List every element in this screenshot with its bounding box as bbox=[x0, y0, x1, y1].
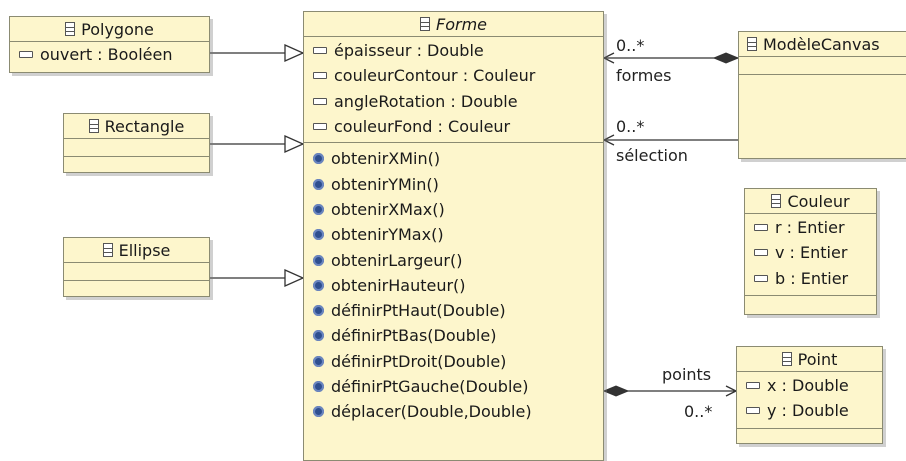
operation-row: déplacer(Double,Double) bbox=[304, 399, 603, 424]
class-header: Forme bbox=[304, 12, 603, 37]
class-name: Point bbox=[797, 349, 838, 369]
operation-icon bbox=[313, 305, 324, 317]
selection-role: sélection bbox=[616, 146, 688, 165]
operation-row: définirPtGauche(Double) bbox=[304, 374, 603, 399]
attribute-row: v : Entier bbox=[745, 240, 876, 265]
operation-icon bbox=[313, 406, 324, 418]
class-icon bbox=[88, 119, 99, 133]
class-icon bbox=[781, 352, 792, 366]
operation-icon bbox=[313, 203, 324, 215]
selection-multiplicity: 0..* bbox=[616, 117, 645, 136]
class-icon bbox=[771, 194, 782, 208]
attribute-icon bbox=[19, 51, 33, 59]
class-forme[interactable]: Forme épaisseur : Double couleurContour … bbox=[303, 11, 604, 461]
attribute-row: ouvert : Booléen bbox=[10, 42, 209, 67]
attribute-icon bbox=[313, 47, 327, 55]
attribute-row: y : Double bbox=[737, 398, 882, 423]
operation-icon bbox=[313, 153, 324, 165]
class-header: Polygone bbox=[10, 17, 209, 42]
operation-row: définirPtBas(Double) bbox=[304, 323, 603, 348]
attribute-row: couleurFond : Couleur bbox=[304, 114, 603, 139]
class-header: Couleur bbox=[745, 189, 876, 214]
attributes-section: r : Entier v : Entier b : Entier bbox=[745, 214, 876, 296]
points-role: points bbox=[662, 365, 712, 384]
operation-row: obtenirXMax() bbox=[304, 197, 603, 222]
formes-multiplicity: 0..* bbox=[616, 36, 645, 55]
class-name: Forme bbox=[436, 14, 487, 34]
operation-row: obtenirYMax() bbox=[304, 222, 603, 247]
class-header: Ellipse bbox=[64, 238, 209, 263]
operation-row: obtenirLargeur() bbox=[304, 247, 603, 272]
attribute-row: couleurContour : Couleur bbox=[304, 63, 603, 88]
attribute-icon bbox=[313, 123, 327, 131]
class-icon bbox=[65, 22, 76, 36]
operation-row: définirPtDroit(Double) bbox=[304, 349, 603, 374]
class-name: Rectangle bbox=[104, 116, 185, 136]
attribute-icon bbox=[313, 72, 327, 80]
operation-row: obtenirXMin() bbox=[304, 146, 603, 171]
attribute-icon bbox=[754, 249, 768, 257]
attribute-icon bbox=[746, 382, 760, 390]
attributes-section: épaisseur : Double couleurContour : Coul… bbox=[304, 37, 603, 144]
attributes-section: x : Double y : Double bbox=[737, 372, 882, 429]
attribute-icon bbox=[313, 97, 327, 105]
class-icon bbox=[102, 243, 113, 257]
operation-icon bbox=[313, 381, 324, 392]
attribute-row: épaisseur : Double bbox=[304, 38, 603, 63]
attributes-section bbox=[64, 139, 209, 157]
class-polygone[interactable]: Polygone ouvert : Booléen bbox=[9, 16, 210, 73]
operation-icon bbox=[313, 279, 324, 291]
class-icon bbox=[747, 37, 757, 51]
class-header: Rectangle bbox=[64, 114, 209, 139]
class-point[interactable]: Point x : Double y : Double bbox=[736, 346, 883, 444]
operations-section: obtenirXMin() obtenirYMin() obtenirXMax(… bbox=[304, 143, 603, 424]
class-ellipse[interactable]: Ellipse bbox=[63, 237, 210, 297]
class-header: ModèleCanvas bbox=[739, 32, 906, 57]
attribute-row: b : Entier bbox=[745, 266, 876, 291]
attribute-icon bbox=[754, 224, 768, 232]
class-name: ModèleCanvas bbox=[763, 34, 880, 54]
operation-row: définirPtHaut(Double) bbox=[304, 298, 603, 323]
attributes-section: ouvert : Booléen bbox=[10, 42, 209, 67]
formes-role: formes bbox=[616, 66, 672, 85]
attributes-section bbox=[739, 57, 906, 75]
class-rectangle[interactable]: Rectangle bbox=[63, 113, 210, 173]
operation-icon bbox=[313, 355, 324, 367]
class-modele-canvas[interactable]: ModèleCanvas bbox=[738, 31, 906, 159]
attribute-row: r : Entier bbox=[745, 215, 876, 240]
class-header: Point bbox=[737, 347, 882, 372]
attribute-icon bbox=[754, 274, 768, 282]
operation-row: obtenirYMin() bbox=[304, 171, 603, 196]
class-name: Couleur bbox=[787, 191, 850, 211]
operation-icon bbox=[313, 254, 324, 266]
operation-row: obtenirHauteur() bbox=[304, 273, 603, 298]
operation-icon bbox=[313, 330, 324, 342]
attribute-row: angleRotation : Double bbox=[304, 89, 603, 114]
class-name: Ellipse bbox=[118, 240, 171, 260]
class-icon bbox=[420, 17, 430, 31]
operation-icon bbox=[313, 178, 324, 190]
attribute-row: x : Double bbox=[737, 373, 882, 398]
attribute-icon bbox=[746, 407, 760, 415]
class-name: Polygone bbox=[81, 19, 154, 39]
operation-icon bbox=[313, 229, 324, 241]
points-multiplicity: 0..* bbox=[684, 402, 713, 421]
class-couleur[interactable]: Couleur r : Entier v : Entier b : Entier bbox=[744, 188, 877, 315]
attributes-section bbox=[64, 263, 209, 281]
